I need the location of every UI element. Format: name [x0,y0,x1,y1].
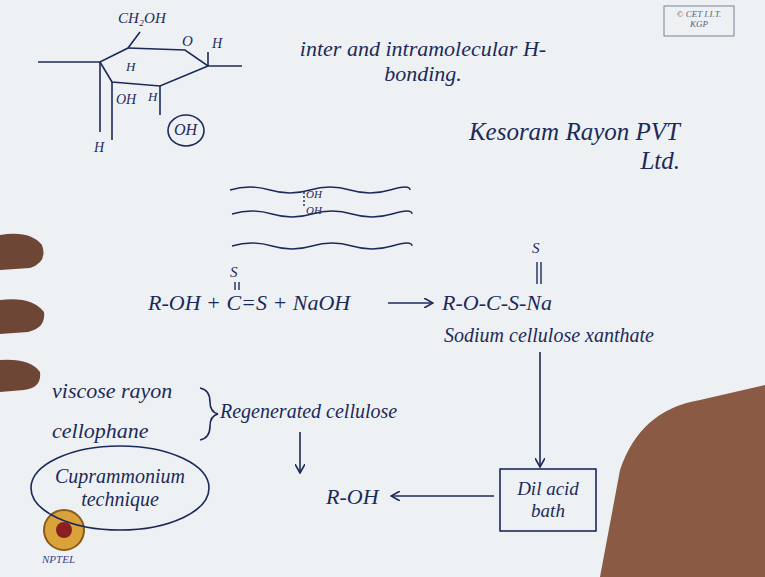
note-text: inter and intramolecular H-bonding. [288,36,558,87]
note-text: CH₂OH [118,10,166,27]
note-text: NPTEL [42,553,75,566]
node-body: Dil acid bath [509,478,587,522]
copyright-box [664,6,734,36]
note-text: H [148,90,157,105]
node-label: Dil acid bath [509,478,587,522]
polymer-chains [230,187,412,249]
hand [600,385,765,577]
fingers [0,234,44,392]
note-text: S [230,264,238,281]
double-bonds [235,262,541,290]
glucose-ring [38,32,242,140]
note-text: Sodium cellulose xanthate [444,324,654,347]
circled-text: Cuprammonium technique [30,445,210,531]
note-text: OH [306,204,322,217]
note-text: viscose rayon [52,378,172,403]
note-text: cellophane [52,418,149,443]
note-text: OH [116,92,136,108]
note-text: OH [306,188,322,201]
node-body: OH [174,121,197,139]
note-text: S [532,240,540,257]
note-text: Kesoram Rayon PVT Ltd. [440,118,680,176]
note-text: © CET I.I.T. KGP [668,9,730,30]
note-text: Regenerated cellulose [220,400,397,423]
circled-text: OH [167,114,205,147]
note-text: H [126,60,135,75]
note-text: O [182,33,193,50]
outline-shape [168,115,204,146]
outline-shape [500,469,596,531]
node-label: Cuprammonium technique [50,465,190,511]
outline-shape [31,446,209,530]
process-box: Dil acid bath [499,468,597,532]
note-text: R-OH [326,484,379,509]
node-body: Cuprammonium technique [50,465,190,511]
nptel-logo [44,510,84,550]
note-text: H [212,36,222,52]
note-text: R-O-C-S-Na [442,290,552,315]
note-text: H [94,140,104,156]
note-text: R-OH + C=S + NaOH [148,290,350,315]
node-label: OH [174,121,197,139]
